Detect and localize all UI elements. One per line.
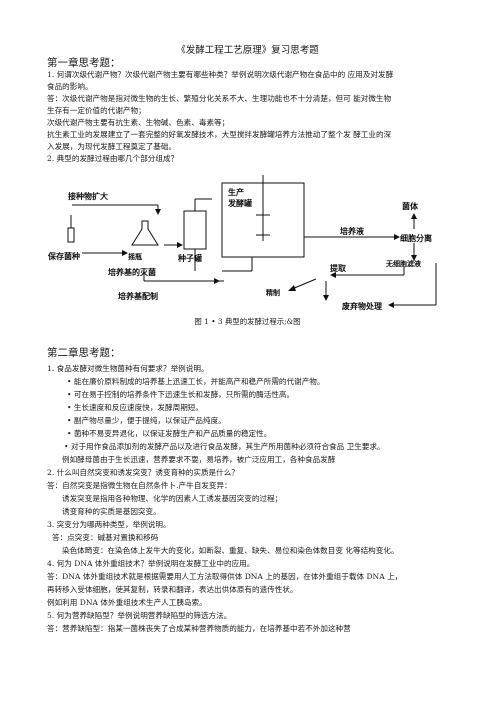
ch2-q1-example: 例如酵母菌由于生长迅速，营养要求不耍，易培养，被广泛应用工，各种食品发酵: [62, 455, 336, 464]
ch2-a3-line1: 答：点突变：碱基对置换和移码: [52, 533, 159, 542]
ch2-q1-bullet3: • 生长速度和反应速度快，发酵周期短。: [67, 403, 203, 412]
diagram-fermenter: 发酵罐: [227, 198, 252, 208]
ch2-a2-line2: 诱发突变是指用各种物理、化学的因素人工诱发基因突变的过程；: [62, 494, 283, 503]
ch1-a1-line3: 次级代谢产物主要有抗生素、生物碱、色素、毒素等；: [47, 118, 230, 127]
ch2-a4-line3: 例如利用 DNA 体外重组技术生产人工胰岛索。: [47, 598, 207, 607]
diagram-shake-flask: 摇瓶: [128, 252, 142, 261]
ch1-a1-line1: 答：次级代谢产物是指对微生物的生长、繁殖分化关系不大、生理功能也不十分清楚，但可…: [47, 94, 392, 103]
ch2-a5-line1: 答：营养缺陷型：指某一菌株丧失了合成某种营养物质的能力，在培养基中若不外加这种营: [47, 624, 351, 633]
diagram-culture-liquid: 培养液: [340, 226, 364, 236]
diagram-waste-treatment: 废弃物处理: [342, 301, 382, 311]
ch2-q3: 3. 突变分为哪两种类型，举例说明。: [47, 520, 171, 529]
ch1-q2: 2. 典型的发酵过程由哪几个部分组成？: [47, 154, 179, 163]
diagram-extraction: 提取: [330, 263, 346, 273]
diagram-production: 生产: [228, 187, 244, 197]
ch2-a2-line1: 答：自然突变是指微生物在自然条件卜.产牛自发变异：: [47, 481, 232, 490]
ch2-q1-bullet5: • 菌种不易变异退化，以保证发酵生产和产品质量的稳定性。: [67, 429, 272, 438]
ch1-a1-line4: 抗生素工业的发展建立了一套完整的好氧发酵技术，大型搅拌发酵罐培养方法推动了整个发…: [47, 130, 392, 139]
diagram-cell-separation: 细胞分离: [400, 233, 432, 243]
diagram-cells: 菌体: [402, 201, 419, 211]
ch1-a1-line5: 入发展，为现代发酵工程奠定了基础。: [47, 142, 177, 151]
figure-caption: 图 1 • 3 典型的发酵过程示;&图: [194, 317, 301, 326]
ch2-q2: 2. 什么叫自然突变和诱发突变？诱变育种的实质是什么？: [47, 468, 239, 477]
ch2-q1-bullet6: • 对于用作食品添加剂的发酵产品以及进行食品发酵，其生产所用菌种必须符合食品 卫…: [64, 442, 385, 451]
ch2-a4-line2: 再转移入受体细胞，使其复制，转录和翻译，表达出供体原有的遗传性状。: [47, 585, 298, 594]
ch2-q4: 4. 何为 DNA 体外重组技术？举例说明在发酵工业中的应用。: [47, 559, 255, 568]
ch2-q1-bullet4: • 副产物尽量少，便于提纯，以保证产品纯度。: [67, 416, 226, 425]
ch2-q1-bullet1: • 能在廉价原料制成的培养基上迅速工长，并能高产和稳产所需的代谢产物。: [67, 377, 325, 386]
chapter2-heading: 第二章思考题：: [47, 347, 121, 359]
diagram-seed-expand: 接种物扩大: [68, 191, 108, 201]
fermentation-process-diagram: 接种物扩大 保存菌种 摇瓶 种子罐 生产 发酵罐 培养液 菌体 细胞分离 无细胞…: [47, 175, 437, 311]
ch2-a4-line1: 答：DNA 体外重组技术就是根据需要用人工方法取得供体 DNA 上的基因，在体外…: [47, 572, 403, 581]
ch1-a1-line2: 生存有一定价值的代谢产物；: [47, 106, 146, 115]
diagram-refining: 精制: [266, 288, 280, 297]
diagram-seed-tank: 种子罐: [177, 253, 202, 263]
ch2-a3-line2: 染色体畸变：在染色体上发牛大的变化，如断裂、重复、缺失、易位和染色体数目变 化等…: [62, 546, 399, 555]
diagram-cell-free-filtrate: 无细胞滤液: [385, 259, 422, 268]
diagram-medium-preparation: 培养基配制: [118, 291, 158, 301]
diagram-preserve-strain: 保存菌种: [47, 251, 80, 261]
ch1-q1-line1: 1. 何谓次级代谢产物？次级代谢产物主要有哪些种类？举例说明次级代谢产物在食品中…: [47, 70, 394, 79]
chapter1-heading: 第一章思考题：: [47, 57, 121, 69]
ch2-q5: 5. 何为营养缺陷型？举例说明营养缺陷型的筛选方法。: [47, 611, 232, 620]
page-title: 《发酵工程工艺原理》复习思考题: [176, 45, 319, 56]
ch2-q1: 1. 食品发酵对微生物菌种有何要求？举例说明。: [47, 364, 209, 373]
diagram-medium-sterilization: 培养基的灭菌: [108, 267, 156, 277]
ch1-q1-line2: 食品的影响。: [47, 82, 93, 91]
ch2-a2-line3: 诱变育种的实质是基因突变。: [62, 507, 161, 516]
ch2-q1-bullet2: • 可在易于控制的培养条件下迅速生长和发酵，只所需的酶活性高。: [67, 390, 295, 399]
